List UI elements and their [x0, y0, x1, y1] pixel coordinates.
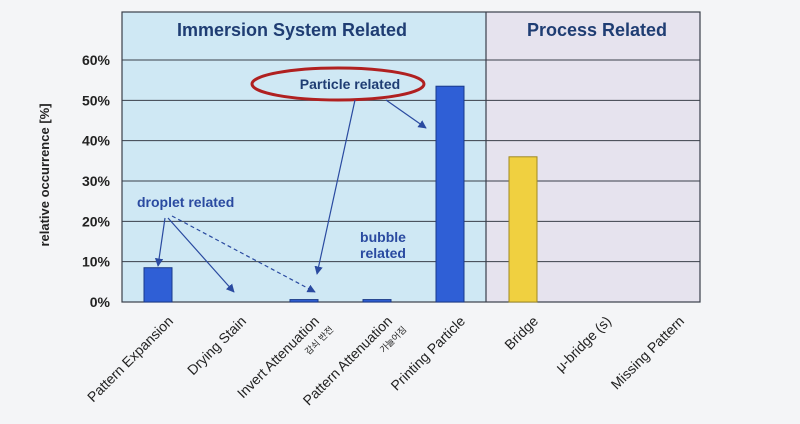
bar — [289, 299, 319, 303]
y-axis-label: relative occurrence [%] — [37, 103, 52, 246]
annotation-particle: Particle related — [300, 76, 400, 92]
y-tick-label: 10% — [82, 254, 111, 270]
annotation-bubble-line2: related — [360, 245, 406, 261]
gridlines — [122, 59, 700, 263]
particle-arrow-2 — [385, 99, 427, 129]
bar — [508, 156, 538, 303]
group-label-process: Process Related — [527, 20, 667, 40]
particle-arrow-1 — [314, 99, 356, 275]
droplet-arrow-2 — [167, 217, 235, 293]
y-axis-ticks: 0% 10% 20% 30% 40% 50% 60% — [82, 52, 111, 310]
x-tick-label: Pattern Expansion — [84, 313, 176, 405]
droplet-arrow-1 — [154, 217, 166, 267]
particle-highlight-ellipse — [250, 66, 426, 102]
bar — [143, 267, 173, 303]
x-tick-label: Bridge — [501, 313, 541, 353]
bar — [435, 85, 465, 303]
y-tick-label: 20% — [82, 213, 111, 229]
bars — [143, 85, 538, 303]
group-bg-immersion — [122, 12, 486, 302]
group-label-immersion: Immersion System Related — [177, 20, 407, 40]
plot-frame — [121, 11, 701, 303]
droplet-arrow-3 — [171, 215, 316, 293]
y-tick-label: 30% — [82, 173, 111, 189]
y-tick-label: 60% — [82, 52, 111, 68]
x-tick-label: μ-bridge (s) — [552, 313, 614, 375]
x-tick-label: Drying Stain — [184, 313, 249, 378]
y-tick-label: 40% — [82, 133, 111, 149]
y-tick-label: 50% — [82, 92, 111, 108]
bar — [362, 299, 392, 303]
annotation-droplet: droplet related — [137, 194, 234, 210]
x-tick-label: Missing Pattern — [608, 313, 688, 393]
y-tick-label: 0% — [90, 294, 111, 310]
annotation-bubble-line1: bubble — [360, 229, 406, 245]
